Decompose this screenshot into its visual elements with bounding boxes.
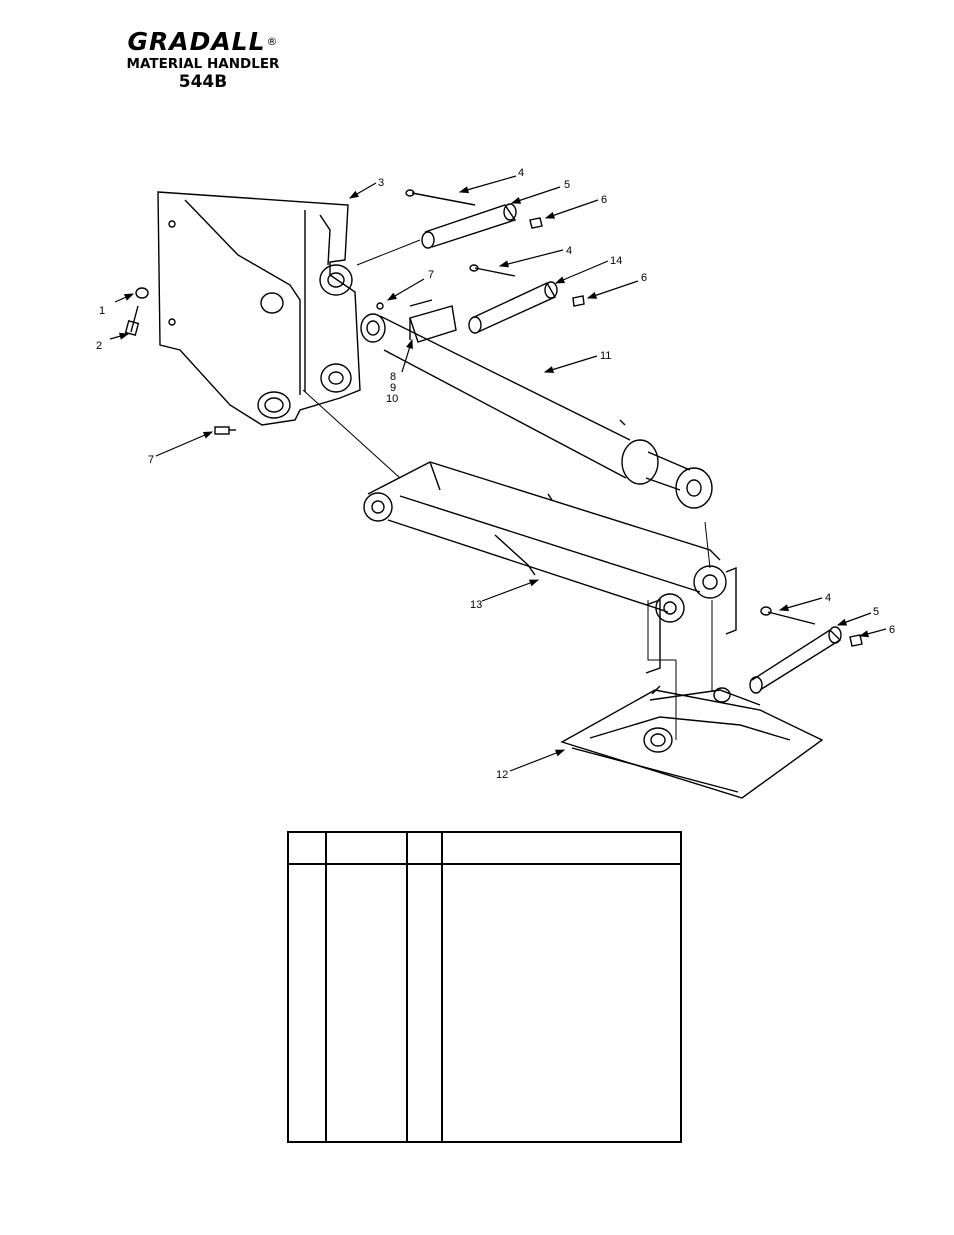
callout-6: 6 (641, 272, 647, 284)
boom-arm (363, 461, 727, 623)
lower-pin-assembly (749, 606, 863, 694)
callout-12: 12 (496, 769, 508, 781)
grease-fittings (214, 302, 384, 435)
callout-13: 13 (470, 599, 482, 611)
subtitle: MATERIAL HANDLER (126, 56, 280, 72)
callout-6: 6 (889, 624, 895, 636)
callout-7: 7 (148, 454, 154, 466)
callout-4: 4 (566, 245, 572, 257)
callout-7: 7 (428, 269, 434, 281)
parts-table-header-row (289, 833, 680, 865)
callout-9: 9 (390, 382, 396, 394)
callout-5: 5 (564, 179, 570, 191)
callout-2: 2 (96, 340, 102, 352)
callout-10: 10 (386, 393, 398, 405)
callout-4: 4 (825, 592, 831, 604)
callout-11: 11 (600, 350, 611, 362)
bolt-and-washer (124, 287, 149, 336)
document-header: GRADALL® MATERIAL HANDLER 544B (108, 27, 298, 93)
callout-1: 1 (99, 305, 105, 317)
callout-labels: 1 2 3 4 5 6 4 14 6 7 8 9 10 11 7 13 4 5 … (96, 167, 895, 781)
leader-lines (302, 239, 713, 740)
callout-5: 5 (873, 606, 879, 618)
parts-list-table (287, 831, 682, 1143)
callout-6: 6 (601, 194, 607, 206)
column-divider-part-number (406, 833, 408, 1141)
upper-pin-assembly (405, 189, 543, 249)
cylinder-pin-assembly (468, 264, 585, 334)
callout-3: 3 (378, 177, 384, 189)
bracket-plates (645, 566, 737, 674)
fork-plate (560, 685, 824, 799)
callout-arrows (109, 175, 887, 772)
callout-8: 8 (390, 371, 396, 383)
hydraulic-cylinder (360, 299, 713, 509)
column-divider-quantity (441, 833, 443, 1141)
callout-14: 14 (610, 255, 622, 267)
mounting-plate (157, 191, 361, 426)
brand-logo: GRADALL® (127, 27, 279, 56)
callout-4: 4 (518, 167, 524, 179)
model-number: 544B (178, 72, 228, 92)
column-divider-item (325, 833, 327, 1141)
